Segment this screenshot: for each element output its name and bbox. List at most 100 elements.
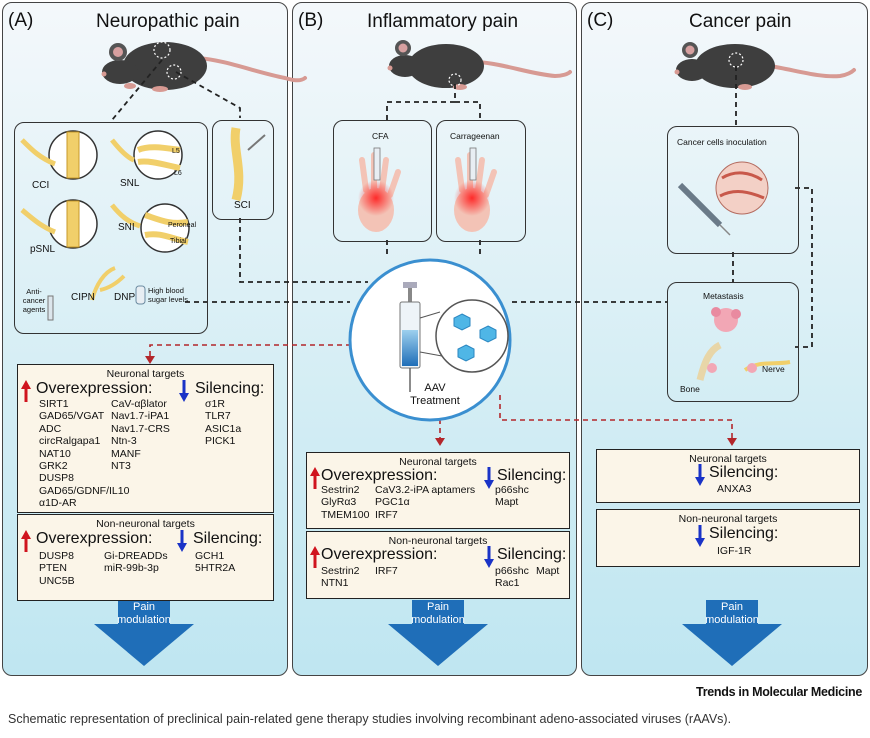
gene-item: Sestrin2 <box>321 565 360 577</box>
psnl-label: pSNL <box>30 244 56 255</box>
inoculation-card <box>667 126 799 254</box>
l5-label: L5 <box>172 148 180 155</box>
down-arrow-icon <box>484 467 494 489</box>
gene-item: NTN1 <box>321 577 349 590</box>
syringe-icon <box>399 282 421 392</box>
a-non-sil-list: GCH1 5HTR2A <box>195 550 235 575</box>
carrageenan-card <box>436 120 526 242</box>
c-neuronal-sil-list: ANXA3 <box>717 483 751 495</box>
sni-label: SNI <box>118 222 135 233</box>
gene-item: DUSP8 <box>39 550 75 562</box>
journal-label: Trends in Molecular Medicine <box>696 685 862 699</box>
pain-modulation-a: Pain modulation <box>104 601 184 627</box>
b-neuronal-over-header: Overexpression: <box>321 467 438 484</box>
gene-item: NT3 <box>111 460 131 473</box>
gene-item: Nav1.7-CRS <box>111 422 170 435</box>
gene-item: σ1R <box>205 398 225 410</box>
gene-item: IRF7 <box>375 508 398 521</box>
b-neuronal-col1: Sestrin2 GlyRα3 TMEM100 <box>321 484 369 521</box>
gene-item: p66shc <box>495 565 529 577</box>
down-arrow-icon <box>484 546 494 568</box>
inoculation-label: Cancer cells inoculation <box>677 137 767 147</box>
c-non-neuronal-targets-box: Non-neuronal targets Silencing: IGF-1R <box>596 509 860 567</box>
cipn-label: CIPN <box>71 292 95 303</box>
b-neuronal-title: Neuronal targets <box>399 456 477 468</box>
aav-particle-icon <box>453 313 497 362</box>
gene-item: PICK1 <box>205 435 236 448</box>
a-non-neuronal-targets-box: Non-neuronal targets Overexpression: Sil… <box>17 514 274 601</box>
gene-item: Rac1 <box>495 577 520 590</box>
panel-b-title: Inflammatory pain <box>367 11 519 32</box>
gene-item: IGF-1R <box>717 545 752 557</box>
dnp-label: DNP <box>114 292 136 303</box>
gene-item: IRF7 <box>375 565 398 577</box>
figure-caption: Schematic representation of preclinical … <box>8 712 732 726</box>
b-non-col2: IRF7 <box>375 565 398 577</box>
carrageenan-label: Carrageenan <box>450 131 500 141</box>
gene-item: Sestrin2 <box>321 484 360 496</box>
c-neuronal-targets-box: Neuronal targets Silencing: ANXA3 <box>596 449 860 503</box>
up-arrow-icon <box>310 467 320 489</box>
gene-item: GRK2 <box>39 460 68 473</box>
gene-item: CaV3.2-iPA aptamers <box>375 484 476 496</box>
gene-item: TLR7 <box>205 410 231 423</box>
cancer-inoculation-icon <box>677 161 769 236</box>
gene-item: SIRT1 <box>39 398 69 410</box>
panel-c-label: (C) <box>587 10 614 31</box>
b-neuronal-col2: CaV3.2-iPA aptamers PGC1α IRF7 <box>375 484 475 521</box>
model-connectors <box>111 59 813 348</box>
gene-item: ADC <box>39 422 62 435</box>
anticancer-label: Anti-cancer agents <box>22 287 46 314</box>
down-arrow-icon <box>695 525 705 547</box>
pain-line2: modulation <box>117 614 171 626</box>
aav-line1: AAV <box>424 382 446 394</box>
gene-item: Mapt <box>536 565 560 577</box>
paw-injection-icons <box>358 147 497 232</box>
gene-item: PTEN <box>39 562 68 575</box>
a-non-col2: Gi-DREADDs miR-99b-3p <box>104 550 168 575</box>
a-neuronal-col1: SIRT1 GAD65/VGAT ADC circRalgapa1 NAT10 … <box>39 398 129 510</box>
pain-line1: Pain <box>426 601 450 613</box>
gene-item: Gi-DREADDs <box>104 550 168 562</box>
metastasis-card <box>667 282 799 402</box>
pain-line2: modulation <box>705 614 759 626</box>
peroneal-label: Peroneal <box>168 222 197 229</box>
bone-label: Bone <box>680 384 700 394</box>
gene-item: ANXA3 <box>717 483 752 495</box>
b-non-title: Non-neuronal targets <box>388 535 488 547</box>
gene-item: ASIC1a <box>205 422 242 435</box>
a-neuronal-over-header: Overexpression: <box>36 380 153 397</box>
aav-treatment-label: AAV Treatment <box>400 382 470 408</box>
down-arrow-icon <box>179 380 189 402</box>
gene-item: p66shc <box>495 484 529 496</box>
panel-a-label: (A) <box>8 10 34 31</box>
gene-item: PGC1α <box>375 496 410 509</box>
a-neuronal-sil-header: Silencing: <box>195 380 265 397</box>
pain-modulation-b: Pain modulation <box>398 601 478 627</box>
b-non-over-header: Overexpression: <box>321 546 438 563</box>
gene-item: miR-99b-3p <box>104 562 159 575</box>
gene-item: MANF <box>111 447 141 460</box>
gene-item: GlyRα3 <box>321 496 357 509</box>
l6-label: L6 <box>174 170 182 177</box>
panel-c-title: Cancer pain <box>689 11 792 32</box>
c-neuronal-title: Neuronal targets <box>689 453 767 465</box>
b-non-neuronal-targets-box: Non-neuronal targets Overexpression: Sil… <box>306 531 570 599</box>
gene-item: UNC5B <box>39 574 75 587</box>
mouse-c-icon <box>674 42 856 90</box>
metastasis-label: Metastasis <box>703 291 744 301</box>
c-non-title: Non-neuronal targets <box>678 513 778 525</box>
sci-card <box>212 120 274 220</box>
nerve-injury-card <box>14 122 208 334</box>
pain-line1: Pain <box>132 601 156 613</box>
a-neuronal-sil-list: σ1R TLR7 ASIC1a PICK1 <box>205 398 241 448</box>
gene-item: NAT10 <box>39 447 71 460</box>
down-arrow-icon <box>695 464 705 486</box>
gene-item: Ntn-3 <box>111 435 137 448</box>
nerve-injury-illustrations <box>20 130 190 321</box>
a-neuronal-targets-box: Neuronal targets Overexpression: Silenci… <box>17 364 274 513</box>
a-non-title: Non-neuronal targets <box>96 518 195 530</box>
gene-item: TMEM100 <box>321 508 370 521</box>
target-arrowheads <box>145 356 737 446</box>
gene-item: Nav1.7-iPA1 <box>111 410 170 423</box>
